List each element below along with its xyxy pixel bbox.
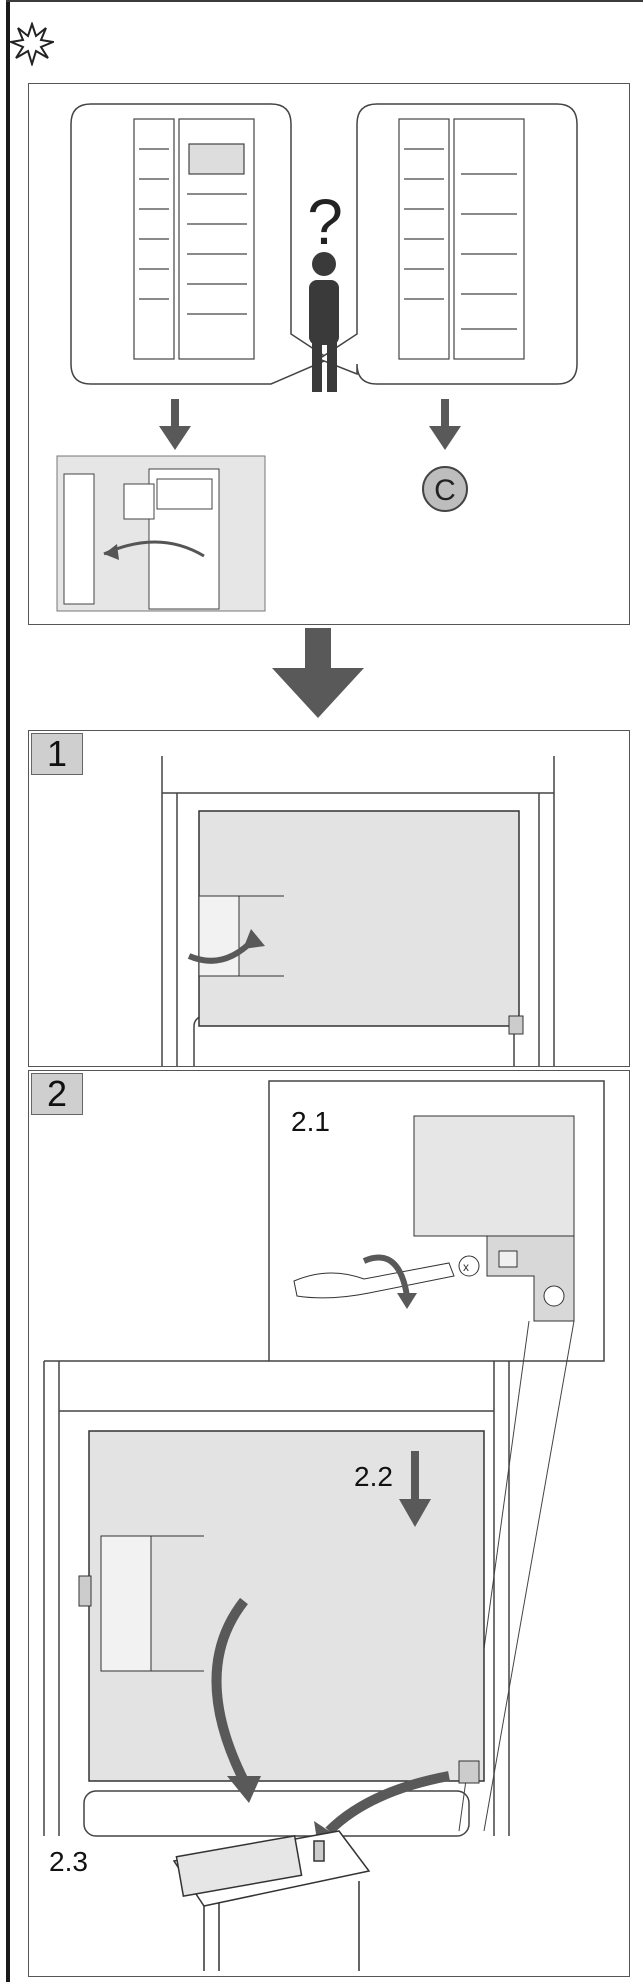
step-1-panel: 1: [28, 730, 630, 1077]
substep-2-3-label: 2.3: [49, 1846, 88, 1877]
svg-text:x: x: [463, 1260, 469, 1274]
arrow-down-left: [159, 399, 191, 450]
fridge-with-freezer-illustration: [133, 118, 255, 360]
step-2-badge: 2: [31, 1073, 83, 1115]
question-mark: ?: [307, 186, 343, 258]
freezer-compartment: [198, 810, 520, 1027]
arrow-down-right: [429, 399, 461, 450]
option-c-circle: C: [422, 466, 468, 512]
step-1-illustration: [161, 756, 555, 1077]
left-bubble: [70, 103, 331, 385]
big-arrow-down-icon: [272, 628, 364, 718]
curved-arrow-right: [325, 1771, 450, 1835]
svg-text:C: C: [434, 474, 456, 507]
substep-2-1-label: 2.1: [291, 1106, 330, 1137]
step-2-illustration: x: [43, 1080, 605, 1971]
rotate-arrow-2-1: [362, 1254, 410, 1297]
right-bubble: [317, 103, 578, 385]
burst-warning-icon: [10, 22, 54, 66]
curved-arrow-left: [211, 1597, 249, 1784]
substep-2-2-label: 2.2: [354, 1461, 393, 1492]
fridge-without-freezer-illustration: [398, 118, 525, 360]
person-thinking-icon: [309, 252, 339, 392]
door-reversal-illustration: [56, 455, 266, 612]
table-illustration: [172, 1830, 371, 1971]
decision-panel: ? C: [28, 83, 630, 625]
decision-diagram: ? C: [56, 103, 578, 612]
page-border-left: [6, 0, 10, 1982]
page-border-top: [6, 0, 643, 2]
step-2-panel: 2 x: [28, 1070, 630, 1977]
step-1-badge: 1: [31, 733, 83, 775]
arrow-down-2-2: [399, 1451, 431, 1527]
